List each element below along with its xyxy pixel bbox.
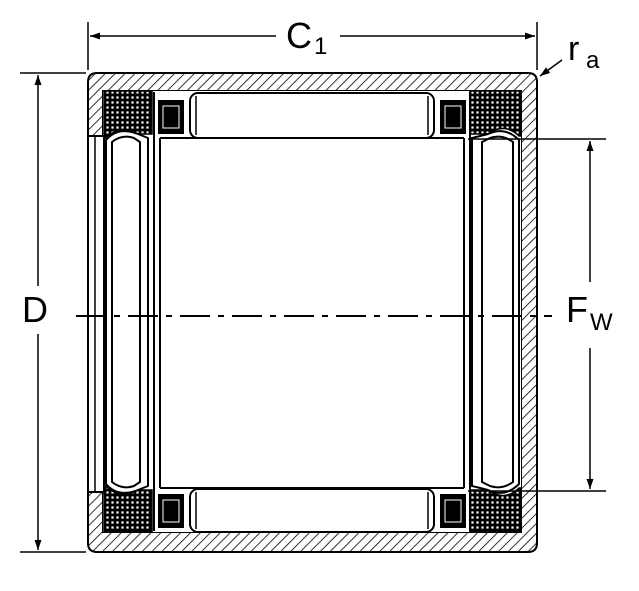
fw-subscript: W	[590, 309, 613, 336]
ra-leader	[539, 59, 563, 77]
right-shield	[471, 130, 520, 494]
d-label: D	[22, 289, 48, 330]
c1-subscript: 1	[314, 33, 327, 60]
seal-top-left	[103, 90, 153, 139]
dimension-d	[20, 72, 86, 553]
needle-roller-top	[158, 92, 466, 139]
left-shield	[105, 130, 149, 494]
inner-field	[103, 91, 521, 532]
dimension-fw	[468, 138, 606, 492]
dimension-c1	[87, 22, 538, 70]
seal-bottom-left	[103, 485, 153, 533]
fw-label: F	[566, 289, 588, 330]
c1-label: C	[286, 15, 312, 56]
needle-roller-bottom	[158, 488, 466, 533]
seal-bottom-right	[469, 487, 522, 533]
seal-top-right	[469, 90, 522, 137]
ra-label: r	[568, 30, 579, 68]
ra-subscript: a	[586, 47, 600, 74]
left-lip	[87, 135, 105, 493]
